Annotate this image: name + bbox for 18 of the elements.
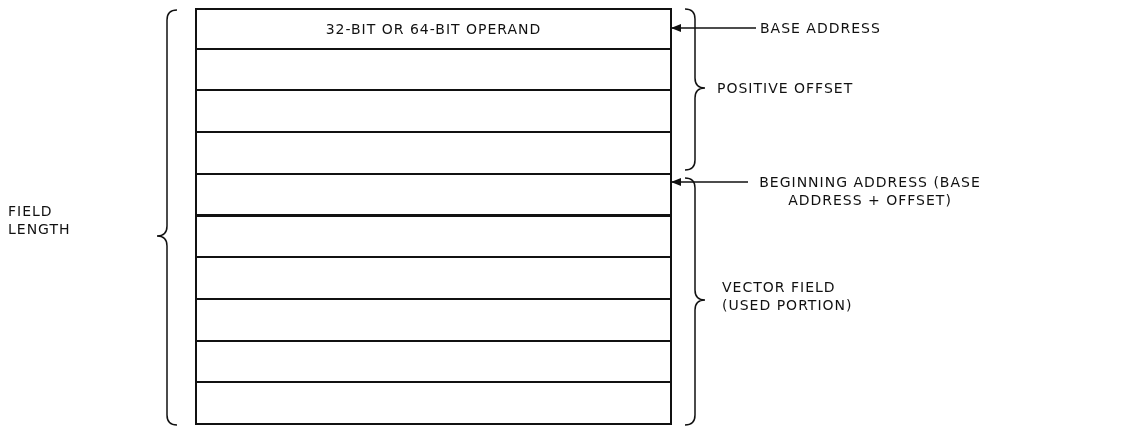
row-label: 32-BIT OR 64-BIT OPERAND bbox=[325, 20, 542, 37]
memory-row bbox=[195, 214, 672, 259]
arrow bbox=[671, 178, 749, 186]
brace-label: FIELD LENGTH bbox=[8, 202, 72, 238]
brace-label: VECTOR FIELD (USED PORTION) bbox=[722, 278, 854, 314]
arrow bbox=[671, 24, 757, 32]
memory-row bbox=[195, 131, 672, 175]
memory-row bbox=[195, 89, 672, 134]
address-label: BEGINNING ADDRESS (BASE ADDRESS + OFFSET) bbox=[752, 173, 988, 209]
memory-row bbox=[195, 381, 672, 425]
address-label: BASE ADDRESS bbox=[760, 19, 930, 37]
memory-row bbox=[195, 172, 672, 217]
memory-row bbox=[195, 8, 672, 50]
brace-label: POSITIVE OFFSET bbox=[717, 79, 855, 97]
memory-row bbox=[195, 297, 672, 342]
memory-row bbox=[195, 256, 672, 300]
memory-row bbox=[195, 339, 672, 384]
memory-row bbox=[195, 47, 672, 92]
